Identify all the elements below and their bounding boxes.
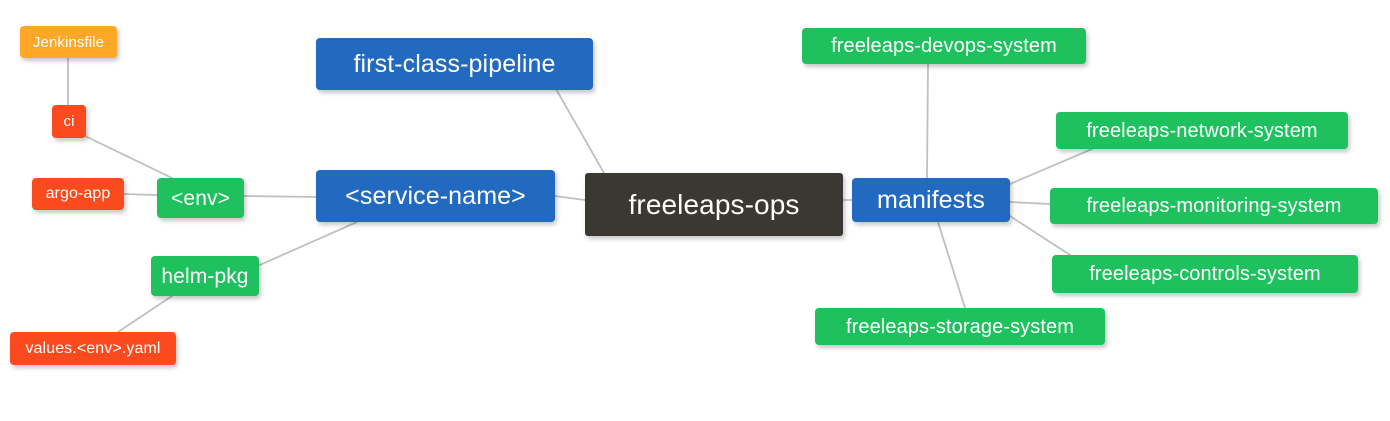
node-first-class-pipeline[interactable]: first-class-pipeline [316, 38, 593, 90]
edge-first-class-pipeline-to-freeleaps-ops [555, 88, 605, 174]
edge-manifests-to-monitoring-system [1009, 201, 1051, 205]
node-controls-system[interactable]: freeleaps-controls-system [1052, 255, 1358, 293]
edge-argo-app-to-env [123, 193, 158, 196]
edge-service-name-to-helm-pkg [243, 221, 358, 273]
edge-manifests-to-network-system [1009, 148, 1093, 185]
node-storage-system[interactable]: freeleaps-storage-system [815, 308, 1105, 345]
node-helm-pkg[interactable]: helm-pkg [151, 256, 259, 296]
node-env[interactable]: <env> [157, 178, 244, 218]
edge-service-name-to-freeleaps-ops [554, 195, 586, 201]
node-network-system[interactable]: freeleaps-network-system [1056, 112, 1348, 149]
edge-manifests-to-devops-system [926, 63, 929, 179]
node-values-yaml[interactable]: values.<env>.yaml [10, 332, 176, 365]
node-argo-app[interactable]: argo-app [32, 178, 124, 210]
node-freeleaps-ops[interactable]: freeleaps-ops [585, 173, 843, 236]
edge-manifests-to-storage-system [937, 221, 966, 309]
node-manifests[interactable]: manifests [852, 178, 1010, 222]
edge-ci-to-env [84, 135, 173, 179]
edge-env-to-service-name [243, 195, 317, 198]
node-service-name[interactable]: <service-name> [316, 170, 555, 222]
edge-helm-pkg-to-values-yaml [117, 295, 173, 333]
node-jenkinsfile[interactable]: Jenkinsfile [20, 26, 117, 58]
node-monitoring-system[interactable]: freeleaps-monitoring-system [1050, 188, 1378, 224]
node-devops-system[interactable]: freeleaps-devops-system [802, 28, 1086, 64]
node-ci[interactable]: ci [52, 105, 86, 138]
